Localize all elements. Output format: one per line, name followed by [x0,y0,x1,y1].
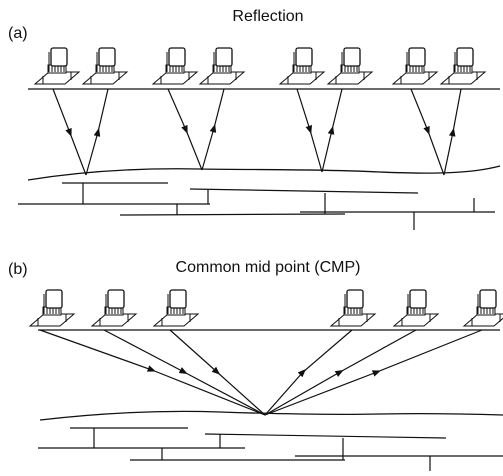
panel-a-ray-up-2 [201,88,225,171]
panel-b-ray-down-3 [169,329,266,416]
panel-b-title: Common mid point (CMP) [176,259,361,276]
panel-a-unit-3 [152,47,198,85]
panel-b-ray-up-5 [264,329,417,416]
panel-a-unit-2 [82,47,128,85]
panel-b-unit-1 [29,289,75,327]
panel-a-ray-up-3 [321,88,343,173]
panel-a-ray-down-2 [167,88,203,171]
panel-b-unit-4 [330,289,376,327]
panel-a-unit-6 [327,47,373,85]
panel-a-letter: (a) [8,25,28,42]
panel-a-reflector-surface [27,165,501,181]
panel-b-ray-up-4 [264,329,353,416]
panel-b-unit-3 [153,289,199,327]
panel-a-subsurface-layers [18,182,495,230]
panel-a-unit-5 [279,47,325,85]
panel-a-unit-8 [440,47,486,85]
panel-a-unit-7 [392,47,438,85]
panel-a-figure [18,47,501,230]
panel-b-unit-5 [393,289,439,327]
panel-a-ray-down-1-arrow [52,88,87,176]
panel-b-ray-down-2 [103,329,266,416]
panel-a-unit-1 [34,47,80,85]
panel-b-unit-6 [463,289,503,327]
panel-b-reflector-surface [39,410,503,421]
panel-b-ray-up-6 [264,329,483,416]
panel-b-subsurface-layers [38,427,503,471]
panel-a-ray-up-4 [443,88,462,176]
panel-a-ray-up-1 [85,88,109,176]
panel-a-unit-4 [199,47,245,85]
panel-a-ray-down-3 [296,88,323,173]
panel-b-figure [29,289,503,471]
panel-a-ray-down-4 [410,88,445,176]
panel-a-title: Reflection [232,8,303,25]
panel-b-unit-2 [91,289,137,327]
panel-b-letter: (b) [8,261,28,278]
panel-b-ray-down-1 [39,329,266,416]
